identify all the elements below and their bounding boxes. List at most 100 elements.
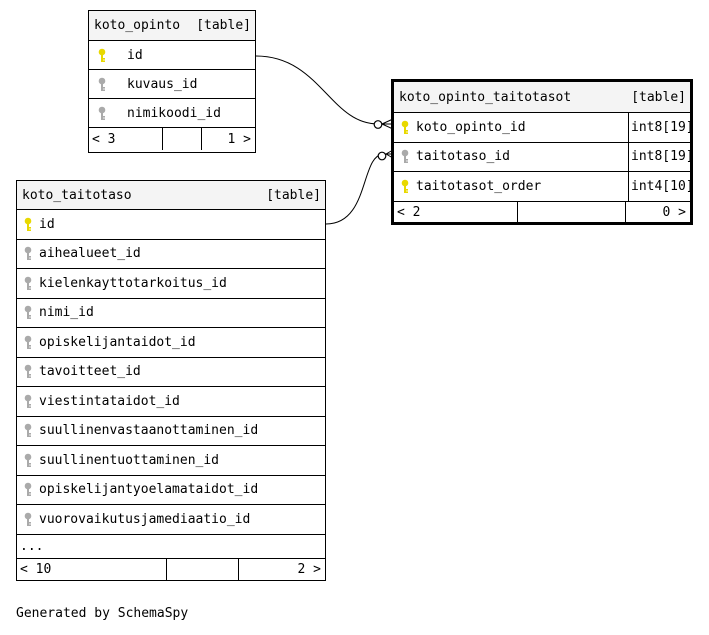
foreign-key-icon	[98, 106, 106, 120]
column-row[interactable]: suullinenvastaanottaminen_id	[17, 417, 325, 446]
table-header: koto_opinto [table]	[89, 11, 255, 41]
key-cell	[17, 335, 39, 350]
relationship-koto-opinto-optional-marker	[373, 120, 383, 129]
key-cell	[89, 77, 115, 92]
foreign-key-icon	[98, 77, 106, 91]
column-name: nimi_id	[39, 305, 94, 321]
column-type: int8[19]	[628, 113, 690, 142]
key-cell	[17, 423, 39, 438]
table-koto-opinto-taitotasot[interactable]: koto_opinto_taitotasot [table] koto_opin…	[391, 79, 693, 225]
table-footer: < 2 0 >	[394, 201, 690, 223]
column-row[interactable]: opiskelijantyoelamataidot_id	[17, 476, 325, 505]
key-cell	[394, 120, 416, 135]
child-count[interactable]: 2 >	[238, 558, 325, 581]
column-name: id	[127, 47, 143, 63]
column-type: int8[19]	[628, 142, 690, 171]
foreign-key-icon	[24, 246, 32, 261]
column-row[interactable]: nimikoodi_id	[89, 99, 255, 128]
column-row[interactable]: vuorovaikutusjamediaatio_id	[17, 505, 325, 535]
column-name: id	[39, 216, 55, 232]
table-name[interactable]: koto_taitotaso	[22, 187, 132, 203]
key-cell	[17, 276, 39, 291]
key-cell	[17, 453, 39, 468]
parent-count[interactable]: < 3	[92, 131, 116, 147]
key-cell	[17, 364, 39, 379]
column-row[interactable]: kuvaus_id	[89, 70, 255, 99]
column-name: aihealueet_id	[39, 246, 141, 262]
column-row[interactable]: id	[17, 210, 325, 240]
footer-spacer	[162, 128, 201, 150]
table-footer: < 10 2 >	[17, 558, 325, 581]
column-row[interactable]: koto_opinto_id int8[19]	[394, 113, 690, 143]
column-name: suullinentuottaminen_id	[39, 452, 220, 468]
footer-spacer	[166, 558, 238, 581]
foreign-key-icon	[24, 453, 32, 467]
child-count[interactable]: 1 >	[201, 128, 255, 150]
foreign-key-icon	[24, 482, 32, 497]
child-count[interactable]: 0 >	[625, 201, 690, 223]
column-row[interactable]: kielenkayttotarkoitus_id	[17, 269, 325, 299]
relationship-koto-opinto	[255, 55, 393, 125]
column-name: kielenkayttotarkoitus_id	[39, 275, 227, 291]
foreign-key-icon	[24, 512, 32, 526]
table-header: koto_taitotaso [table]	[17, 181, 325, 210]
foreign-key-icon	[401, 149, 409, 164]
column-name: opiskelijantyoelamataidot_id	[39, 482, 259, 498]
column-name: opiskelijantaidot_id	[39, 334, 196, 350]
key-cell	[17, 394, 39, 409]
table-header: koto_opinto_taitotasot [table]	[394, 82, 690, 113]
column-name: taitotasot_order	[416, 178, 542, 194]
column-name: taitotaso_id	[416, 149, 510, 165]
key-cell	[89, 48, 115, 63]
table-name[interactable]: koto_opinto	[94, 18, 181, 33]
column-list: koto_opinto_id int8[19] taitotaso_id int8[1…	[394, 113, 690, 202]
key-cell	[17, 305, 39, 320]
table-koto-opinto[interactable]: koto_opinto [table] id kuvaus_id nimikoodi…	[88, 10, 256, 153]
primary-key-icon	[401, 120, 409, 134]
primary-key-icon	[401, 179, 409, 193]
column-name: vuorovaikutusjamediaatio_id	[39, 511, 251, 527]
column-row[interactable]: opiskelijantaidot_id	[17, 328, 325, 358]
column-row[interactable]: viestintataidot_id	[17, 387, 325, 417]
column-row[interactable]: nimi_id	[17, 299, 325, 328]
more-columns: ...	[17, 535, 325, 559]
foreign-key-icon	[24, 394, 32, 408]
column-name: nimikoodi_id	[127, 105, 221, 121]
key-cell	[17, 217, 39, 232]
foreign-key-icon	[24, 305, 32, 320]
column-list: id kuvaus_id nimikoodi_id	[89, 41, 255, 128]
column-name: koto_opinto_id	[416, 119, 526, 135]
table-name[interactable]: koto_opinto_taitotasot	[399, 89, 572, 105]
table-kind: [table]	[196, 18, 251, 33]
primary-key-icon	[98, 48, 106, 62]
foreign-key-icon	[24, 276, 32, 290]
column-row[interactable]: taitotaso_id int8[19]	[394, 142, 690, 172]
foreign-key-icon	[24, 335, 32, 349]
column-name: kuvaus_id	[127, 76, 198, 92]
column-row[interactable]: tavoitteet_id	[17, 358, 325, 387]
key-cell	[394, 179, 416, 194]
column-row[interactable]: suullinentuottaminen_id	[17, 446, 325, 476]
table-footer: < 3 1 >	[89, 128, 255, 150]
relationship-koto-taitotaso	[325, 153, 393, 225]
column-row[interactable]: aihealueet_id	[17, 240, 325, 269]
footer-spacer	[517, 201, 625, 223]
key-cell	[17, 246, 39, 261]
table-kind: [table]	[631, 89, 686, 105]
column-name: tavoitteet_id	[39, 364, 141, 380]
column-name: viestintataidot_id	[39, 393, 180, 409]
parent-count[interactable]: < 2	[397, 204, 421, 220]
column-name: suullinenvastaanottaminen_id	[39, 423, 259, 439]
foreign-key-icon	[24, 364, 32, 379]
primary-key-icon	[24, 217, 32, 231]
key-cell	[17, 482, 39, 497]
parent-count[interactable]: < 10	[20, 562, 52, 577]
table-kind: [table]	[266, 187, 321, 203]
generator-note: Generated by SchemaSpy	[16, 606, 189, 621]
relationship-koto-taitotaso-optional-marker	[377, 151, 387, 161]
column-row[interactable]: id	[89, 41, 255, 70]
